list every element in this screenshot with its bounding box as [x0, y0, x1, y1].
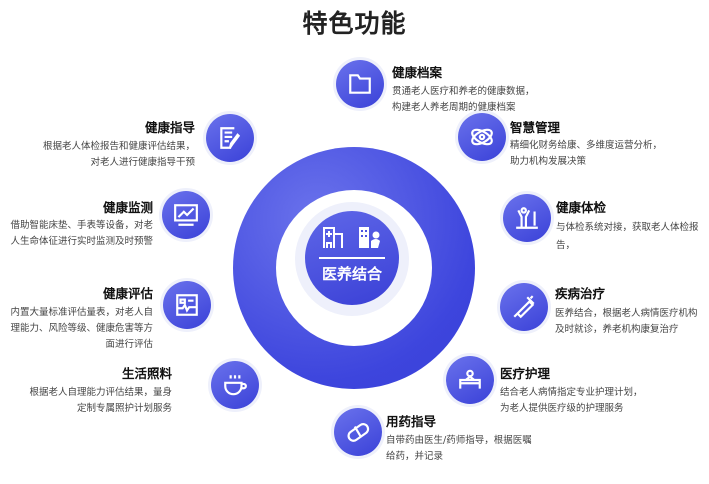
atom-icon [458, 113, 506, 161]
feature-title: 生活照料 [121, 366, 172, 381]
feature-desc: 贯通老人医疗和养老的健康数据，构建老人养老周期的健康档案 [392, 86, 535, 113]
feature-title: 健康档案 [392, 65, 443, 80]
feature-desc: 与体检系统对接，获取老人体检报告， [556, 222, 699, 251]
divider [319, 257, 385, 259]
feature-title: 医疗护理 [500, 366, 551, 381]
cup-icon [211, 361, 259, 409]
center-medallion: 医养结合 [305, 211, 399, 305]
document-pen-icon [206, 114, 254, 162]
hospital-icon [323, 227, 343, 248]
monitor-chart-icon [162, 191, 210, 239]
feature-title: 健康评估 [102, 286, 153, 301]
pill-icon [334, 408, 382, 456]
feature-title: 用药指导 [386, 414, 437, 429]
report-icon [163, 281, 211, 329]
feature-title: 疾病治疗 [555, 286, 606, 301]
folder-icon [336, 60, 384, 108]
person-checkup-icon [503, 194, 551, 242]
feature-desc: 根据老人自理能力评估结果，量身定制专属照护计划服务 [29, 387, 172, 414]
feature-desc: 借助智能床垫、手表等设备，对老人生命体征进行实时监测及时预警 [10, 220, 153, 247]
page-title: 特色功能 [302, 9, 407, 38]
center-label: 医养结合 [321, 265, 382, 283]
elderly-home-icon [359, 227, 380, 248]
feature-desc: 精细化财务给康、多维度运营分析，助力机构发展决策 [510, 140, 663, 167]
feature-desc: 内置大量标准评估量表，对老人自理能力、风险等级、健康危害等方面进行评估 [10, 307, 153, 350]
feature-title: 健康体检 [556, 200, 607, 215]
feature-desc: 根据老人体检报告和健康评估结果，对老人进行健康指导干预 [42, 141, 195, 168]
syringe-icon [500, 283, 548, 331]
feature-desc: 医养结合，根据老人病情医疗机构及时就诊，养老机构康复治疗 [555, 308, 698, 335]
feature-title: 智慧管理 [510, 120, 561, 135]
feature-title: 健康监测 [102, 200, 153, 215]
feature-title: 健康指导 [144, 120, 195, 135]
feature-desc: 自带药由医生/药师指导，根据医嘱给药，并记录 [386, 435, 532, 462]
feature-desc: 结合老人病情指定专业护理计划，为老人提供医疗级的护理服务 [500, 387, 643, 414]
nursing-bed-icon [446, 356, 494, 404]
